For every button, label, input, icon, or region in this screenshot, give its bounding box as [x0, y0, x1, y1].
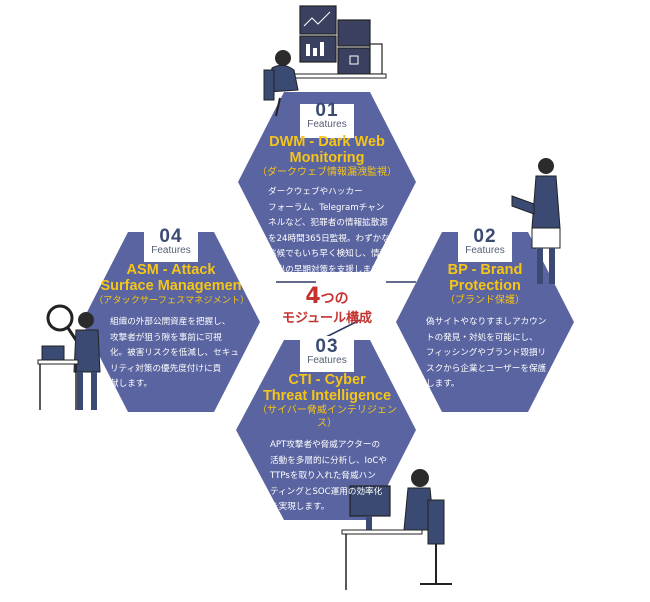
- module-02-body-line: スクから企業とユーザーを保護: [426, 363, 547, 374]
- illustration-woman-desk: [341, 469, 452, 590]
- module-03-title-line2: Threat Intelligence: [262, 388, 392, 404]
- module-01-body-line: 流出の早期対策を支援します。: [268, 264, 388, 275]
- module-01-number: 01: [315, 100, 339, 121]
- module-02-title-line1: BP - Brand: [447, 262, 523, 278]
- module-03-body-line: TTPsを取り入れた脅威ハン: [270, 471, 376, 481]
- module-01-body-line: ネルなど、犯罪者の情報拡散源: [268, 218, 388, 228]
- module-02-body-line: します。: [426, 379, 460, 389]
- tab-01: [300, 104, 354, 138]
- hexagon-02-bp: [396, 232, 574, 412]
- illustration-person-magnifier: [37, 304, 101, 410]
- module-02-number: 02: [473, 226, 497, 247]
- center-label-line1: 4つの: [272, 286, 382, 310]
- center-label-suffix: つの: [320, 291, 349, 307]
- module-02: 02 Features BP - Brand Protection （ブランド保…: [408, 226, 562, 393]
- module-03-body-line: を実現します。: [270, 502, 330, 512]
- module-03-body-line: APT攻撃者や脅威アクターの: [270, 440, 381, 450]
- tab-04: [144, 226, 198, 262]
- module-04-body-line: 化。被害リスクを低減し、セキュ: [110, 348, 239, 358]
- module-03-subtitle: （サイバー脅威インテリジェンス）: [257, 405, 397, 429]
- module-03-number: 03: [315, 336, 339, 357]
- module-01-body-line: を24時間365日監視。わずかな: [268, 233, 390, 244]
- module-04-title-line2: Surface Managemen: [100, 278, 242, 294]
- module-04-body-line: リティ対策の優先度付けに貢: [110, 363, 222, 374]
- module-02-features-label: Features: [465, 245, 505, 256]
- module-04-body: 組織の外部公開資産を把握し、 攻撃者が狙う隙を事前に可視 化。被害リスクを低減し…: [94, 315, 248, 393]
- module-02-body: 偽サイトやなりすましアカウン トの発見・対処を可能にし、 フィッシングやブランド…: [408, 315, 562, 393]
- module-02-body-line: フィッシングやブランド毀損リ: [426, 348, 547, 358]
- tab-03: [300, 336, 354, 372]
- module-04-number: 04: [159, 226, 183, 247]
- module-04-body-line: 攻撃者が狙う隙を事前に可視: [110, 332, 222, 343]
- module-04: 04 Features ASM - Attack Surface Managem…: [94, 226, 250, 393]
- center-label: 4つの モジュール構成: [272, 286, 382, 328]
- module-01: 01 Features DWM - Dark Web Monitoring （ダ…: [250, 100, 404, 278]
- hexagon-03-cti: [236, 340, 416, 520]
- module-04-body-line: 献します。: [110, 379, 153, 389]
- illustration-woman-laptop: [511, 158, 561, 284]
- center-label-number: 4: [305, 284, 321, 309]
- module-04-body-line: 組織の外部公開資産を把握し、: [110, 317, 231, 327]
- module-01-title-line1: DWM - Dark Web: [269, 134, 385, 150]
- module-03-features-label: Features: [307, 355, 347, 366]
- module-04-subtitle: （アタックサーフェスマネジメント）: [94, 295, 250, 306]
- module-03-title-line1: CTI - Cyber: [288, 372, 366, 388]
- module-01-subtitle: （ダークウェブ情報漏洩監視）: [257, 167, 397, 178]
- module-01-body-line: 兆候でもいち早く検知し、情報: [268, 249, 389, 259]
- module-02-body-line: 偽サイトやなりすましアカウン: [426, 317, 547, 327]
- tab-02: [458, 226, 512, 262]
- center-label-line2: モジュール構成: [281, 311, 373, 326]
- module-01-title-line2: Monitoring: [289, 150, 365, 166]
- module-01-body-line: ダークウェブやハッカー: [268, 187, 363, 197]
- module-03-body: APT攻撃者や脅威アクターの 活動を多層的に分析し、IoCや TTPsを取り入れ…: [250, 438, 404, 516]
- module-01-body: ダークウェブやハッカー フォーラム、Telegramチャン ネルなど、犯罪者の情…: [250, 185, 404, 278]
- module-01-body-line: フォーラム、Telegramチャン: [268, 202, 385, 213]
- module-04-features-label: Features: [151, 245, 191, 256]
- module-02-title-line2: Protection: [449, 278, 521, 294]
- hexagon-01-dwm: [238, 92, 416, 272]
- hexagon-04-asm: [82, 232, 260, 412]
- module-03: 03 Features CTI - Cyber Threat Intellige…: [250, 336, 404, 516]
- module-01-features-label: Features: [307, 119, 347, 130]
- module-02-body-line: トの発見・対処を可能にし、: [426, 332, 538, 343]
- module-04-title-line1: ASM - Attack: [126, 262, 216, 278]
- module-03-body-line: 活動を多層的に分析し、IoCや: [270, 455, 387, 466]
- illustration-analyst-monitors: [263, 5, 387, 117]
- module-03-body-line: ティングとSOC運用の効率化: [270, 486, 383, 497]
- module-02-subtitle: （ブランド保護）: [445, 295, 525, 306]
